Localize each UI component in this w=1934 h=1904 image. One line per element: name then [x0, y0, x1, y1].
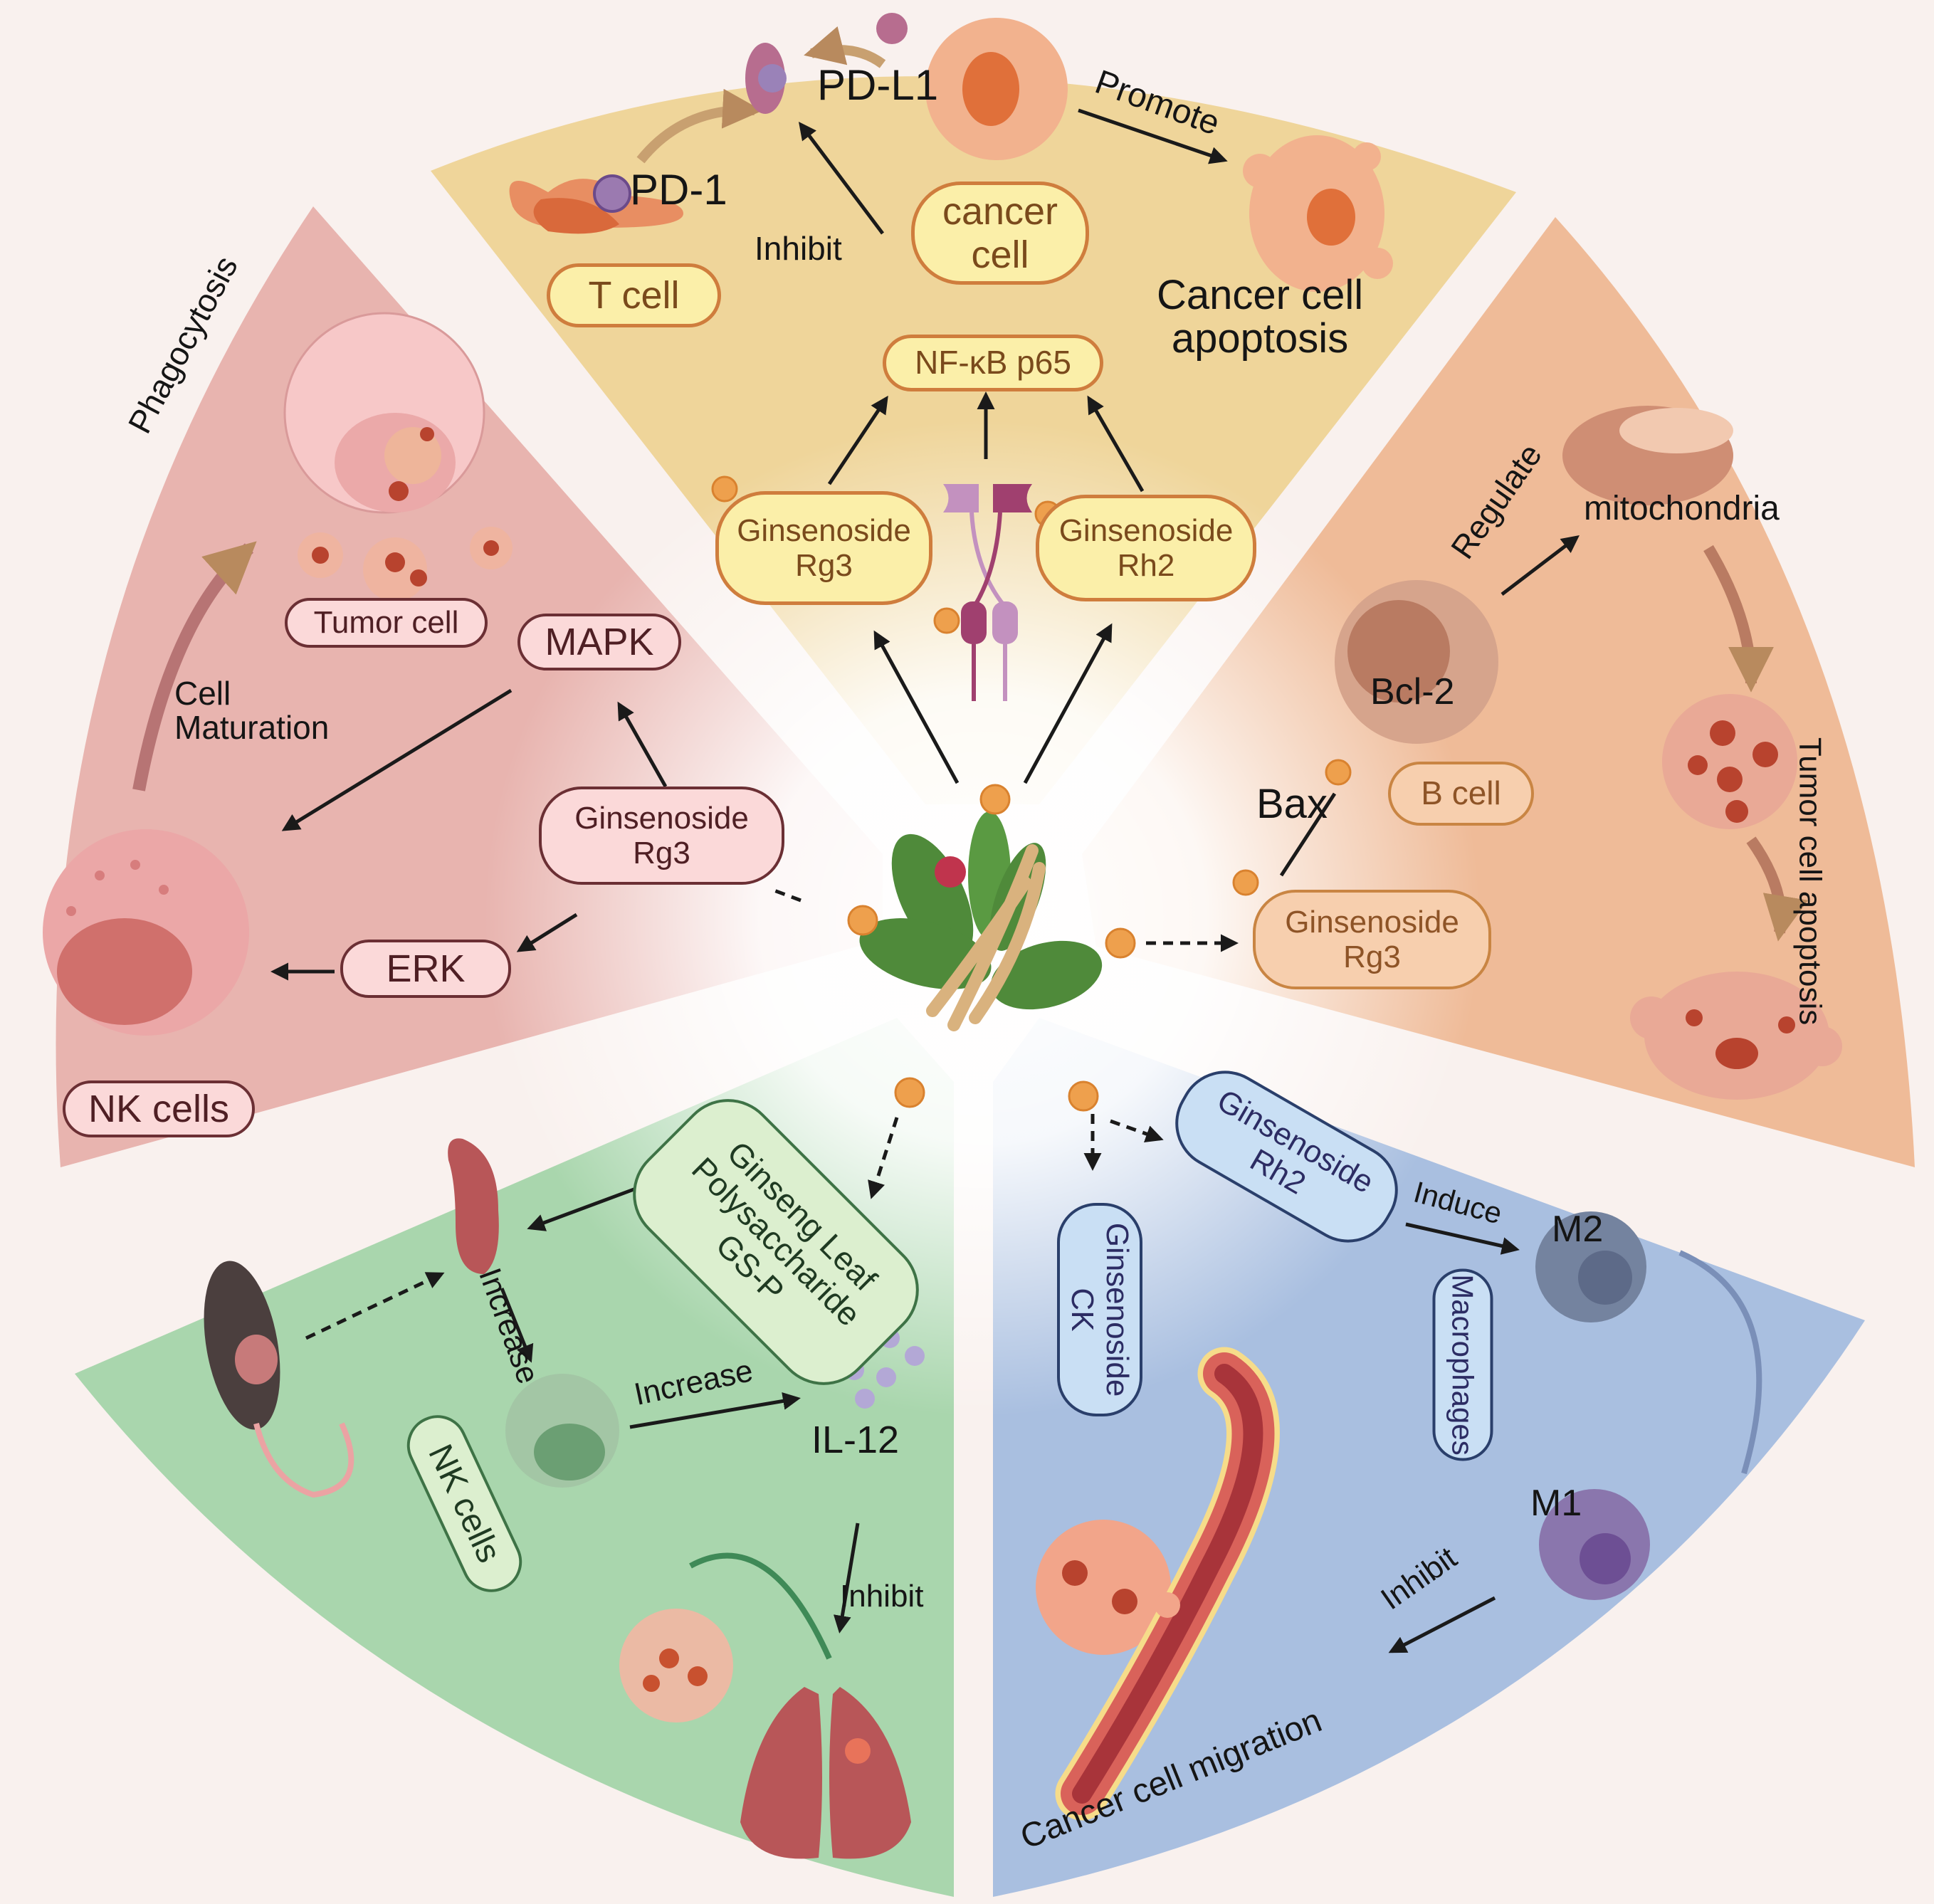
rg3-to-erk-arrow [516, 912, 578, 952]
compound-dot-icon [711, 475, 738, 503]
macrophage-phagocytosis-illustration [283, 312, 513, 601]
tumor-cell-label: Tumor cell [285, 598, 488, 648]
nk-cell-illustration [43, 829, 249, 1036]
center-to-gs-p-dashed [868, 1117, 899, 1199]
nk-cells-left-label: NK cells [63, 1080, 255, 1137]
regulate-arrow [1501, 535, 1580, 596]
m1-inhibit-arrow [1388, 1596, 1496, 1653]
ginsenoside-ck-node[interactable]: Ginsenoside CK [1057, 1203, 1142, 1416]
erk-node[interactable]: ERK [340, 940, 511, 998]
t-cell-label: T cell [547, 263, 721, 327]
apoptotic-tumor-cell-illustration [1630, 972, 1842, 1100]
rg3-to-mapk-arrow [617, 701, 668, 788]
macrophages-label: Macrophages [1432, 1268, 1493, 1461]
nk-cell-green-illustration [505, 1374, 619, 1488]
tumor-cell-apoptosis-label: Tumor cell apoptosis [1792, 737, 1828, 1026]
m2-macrophage-illustration [1535, 1211, 1646, 1322]
inhibit-lung-label: Inhibit [840, 1579, 924, 1614]
lungs-icon [740, 1687, 911, 1859]
compound-dot-icon [1325, 759, 1352, 786]
cancer-cell-illustration [876, 13, 1068, 160]
ginsenoside-rg3-right-node[interactable]: Ginsenoside Rg3 [1253, 890, 1491, 989]
mitochondria-icon [1562, 406, 1733, 505]
promote-arrow [1078, 108, 1228, 164]
pd-1-label: PD-1 [630, 166, 727, 214]
rh2-to-nfkb-arrow [1087, 395, 1145, 493]
ginsenoside-rg3-left-node[interactable]: Ginsenoside Rg3 [539, 787, 784, 885]
tumor-to-apoptotic-arrow [1746, 836, 1808, 942]
center-to-left-dashed [772, 888, 802, 903]
m1-macrophage-illustration [1539, 1489, 1650, 1600]
il-12-label: IL-12 [811, 1419, 900, 1461]
metastasis-arrow [689, 1552, 832, 1660]
center-to-rh2-dashed [1110, 1119, 1164, 1143]
mapk-to-nk-arrow [281, 688, 513, 831]
compound-dot-icon [1068, 1080, 1099, 1112]
b-cell-label: B cell [1388, 762, 1534, 826]
compound-dot-icon [933, 607, 960, 634]
rg3-to-bcl-2-line [1279, 792, 1337, 877]
m2-to-m1-arrow [1678, 1250, 1762, 1475]
nf-kb-p65-node[interactable]: NF-κB p65 [883, 335, 1103, 391]
bcl-2-label: Bcl-2 [1370, 671, 1455, 712]
induce-arrow [1405, 1222, 1520, 1255]
maturation-arrow [132, 541, 257, 791]
nk-to-il-12-arrow [629, 1392, 801, 1429]
spleen-to-nk-arrow [500, 1288, 534, 1363]
compound-dot-icon [1105, 927, 1136, 959]
bax-label: Bax [1256, 781, 1328, 827]
membrane-receptor-icon [943, 484, 1032, 701]
mouse-to-spleen-dashed [305, 1272, 445, 1340]
bcl-2-cell-illustration [1335, 580, 1498, 744]
inhibit-pd-l1-arrow [798, 122, 884, 235]
apoptotic-cell-illustration [1243, 135, 1393, 292]
tumor-cell-illustration [1662, 694, 1797, 829]
ginseng-root-icon [859, 811, 1103, 1031]
m1-label: M1 [1530, 1483, 1582, 1524]
pd-l1-complex-icon [745, 43, 787, 114]
mito-to-tumor-arrow [1703, 545, 1774, 693]
cancer-cell-label: cancer cell [911, 182, 1089, 285]
center-to-rg3-arrow [873, 630, 960, 784]
binding-arrow [636, 88, 763, 164]
m2-label: M2 [1552, 1209, 1604, 1250]
cell-maturation-label: Cell Maturation [174, 675, 330, 747]
rg3-to-nfkb-arrow [827, 395, 888, 485]
compound-dot-icon [1232, 869, 1259, 896]
compound-dot-icon [894, 1077, 925, 1108]
pd-l1-label: PD-L1 [817, 61, 939, 109]
pd-l1-transfer-arrow [804, 26, 886, 68]
ginsenoside-rg3-top-node[interactable]: Ginsenoside Rg3 [715, 491, 932, 605]
tumor-cluster-illustration [619, 1609, 733, 1722]
mapk-node[interactable]: MAPK [517, 614, 681, 670]
ginsenoside-rh2-top-node[interactable]: Ginsenoside Rh2 [1036, 495, 1256, 601]
compound-dot-icon [847, 905, 878, 936]
blood-vessel-illustration [1036, 1347, 1280, 1821]
center-to-rh2-arrow [1023, 623, 1113, 784]
compound-dot-icon [979, 784, 1011, 815]
il-12-inhibit-arrow [833, 1522, 860, 1634]
cancer-cell-apoptosis-label: Cancer cell apoptosis [1157, 272, 1364, 362]
t-cell-illustration [509, 174, 683, 234]
mitochondria-label: mitochondria [1584, 490, 1780, 527]
inhibit-label: Inhibit [755, 230, 842, 267]
mouse-illustration [204, 1261, 354, 1498]
spleen-icon [448, 1138, 499, 1274]
